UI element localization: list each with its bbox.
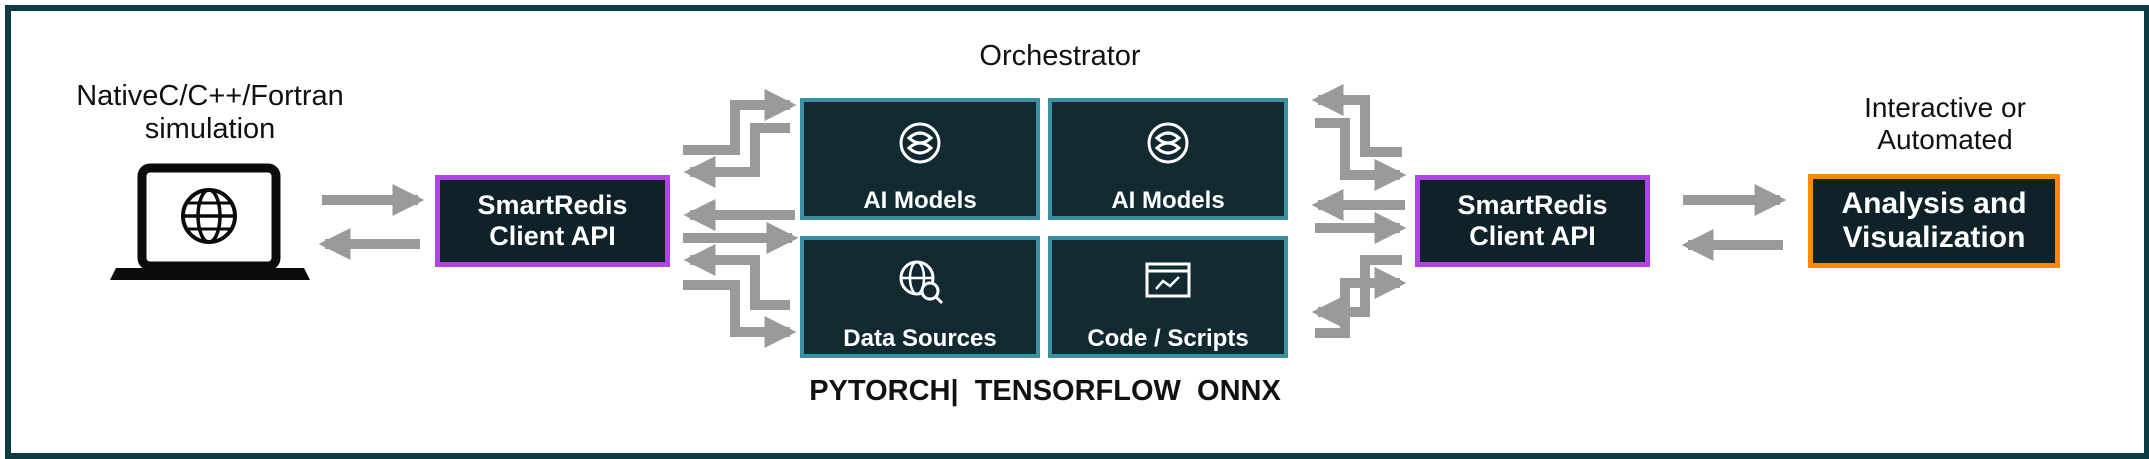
diagram-frame xyxy=(5,5,2149,459)
tile-label: Code / Scripts xyxy=(1087,325,1249,352)
left-smartredis-client: SmartRedis Client API xyxy=(435,175,670,267)
arrow-left-bot-out xyxy=(683,280,797,349)
arrow-left-top-out xyxy=(683,88,797,155)
ai-model-icon xyxy=(1052,118,1284,168)
analysis-line2: Visualization xyxy=(1842,221,2026,254)
tile-label: AI Models xyxy=(1111,187,1225,214)
left-client-line2: Client API xyxy=(489,221,616,251)
arrow-left-top-in xyxy=(683,123,790,189)
tile-label: Data Sources xyxy=(843,325,997,352)
tile-ai-models-1: AI Models xyxy=(800,98,1040,220)
interactive-label-line1: Interactive or xyxy=(1864,92,2026,123)
right-client-line1: SmartRedis xyxy=(1457,189,1608,220)
tile-code-scripts: Code / Scripts xyxy=(1048,236,1288,358)
arrow-right-bot-out xyxy=(1315,266,1407,338)
simulation-label-line2: simulation xyxy=(144,113,276,146)
data-sources-icon xyxy=(804,256,1036,306)
analysis-visualization-box: Analysis and Visualization xyxy=(1808,174,2060,268)
arrow-right-top-out xyxy=(1315,118,1407,192)
left-client-line1: SmartRedis xyxy=(477,189,628,220)
simulation-label-line1: NativeC/C++/Fortran xyxy=(76,80,344,112)
tile-ai-models-2: AI Models xyxy=(1048,98,1288,220)
frameworks-label: PYTORCH| TENSORFLOW ONNX xyxy=(809,375,1281,407)
analysis-line1: Analysis and xyxy=(1841,186,2027,220)
tile-data-sources: Data Sources xyxy=(800,236,1040,358)
code-window-icon xyxy=(1052,256,1284,306)
right-smartredis-client: SmartRedis Client API xyxy=(1415,175,1650,267)
interactive-label-line2: Automated xyxy=(1877,124,2013,156)
right-client-line2: Client API xyxy=(1469,221,1596,251)
ai-model-icon xyxy=(804,118,1036,168)
tile-label: AI Models xyxy=(863,187,977,214)
simulation-label: NativeC/C++/Fortran simulation xyxy=(60,80,360,147)
interactive-label: Interactive or Automated xyxy=(1800,92,2090,156)
arrow-right-top-in xyxy=(1311,83,1402,157)
arrow-left-bot-in xyxy=(683,243,790,310)
orchestrator-title: Orchestrator xyxy=(979,40,1141,72)
